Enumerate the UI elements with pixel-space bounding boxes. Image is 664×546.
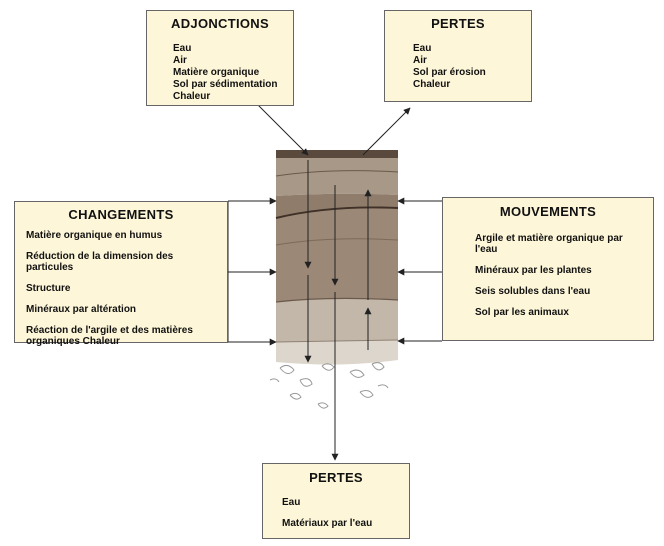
soil-layer-humus (276, 155, 398, 196)
box-adjonctions-title: ADJONCTIONS (171, 16, 269, 31)
rock-fragments (269, 362, 389, 409)
box-pertes-top-items: Eau Air Sol par érosion Chaleur (413, 43, 531, 91)
arrows-changements (227, 197, 277, 346)
list-item: Matière organique (173, 67, 260, 78)
list-item: Air (173, 55, 187, 66)
box-changements-title: CHANGEMENTS (68, 207, 174, 222)
list-item: Minéraux par les plantes (475, 265, 592, 276)
box-pertes-top-title: PERTES (431, 16, 485, 31)
list-item: Matière organique en humus (26, 230, 163, 241)
list-item: Eau (173, 43, 192, 54)
list-item: Air (413, 55, 427, 66)
internal-arrows (304, 160, 372, 363)
list-item: Minéraux par altération (26, 304, 137, 315)
box-adjonctions: ADJONCTIONS Eau Air Matière organique So… (146, 10, 294, 106)
box-changements-items: Matière organique en humus Réduction de … (26, 230, 223, 347)
box-mouvements-items: Argile et matière organique par l'eau Mi… (475, 233, 627, 318)
arrow-pertes-top (362, 107, 411, 156)
box-pertes-top: PERTES Eau Air Sol par érosion Chaleur (384, 10, 532, 102)
box-changements: CHANGEMENTS Matière organique en humus R… (14, 201, 228, 347)
list-item: Sol par les animaux (475, 307, 569, 318)
box-adjonctions-items: Eau Air Matière organique Sol par sédime… (173, 43, 293, 103)
list-item: Structure (26, 283, 71, 294)
box-mouvements-title: MOUVEMENTS (499, 204, 597, 219)
arrows-mouvements (397, 197, 442, 345)
list-item: Sol par sédimentation (173, 79, 278, 90)
soil-surface (276, 150, 398, 158)
soil-layer-parent-material (276, 340, 398, 365)
list-item: Matériaux par l'eau (282, 518, 373, 529)
list-item: Sol par érosion (413, 67, 486, 78)
list-item: Réduction de la dimension des particules (26, 251, 174, 273)
list-item: Seis solubles dans l'eau (475, 286, 591, 297)
soil-column (269, 150, 399, 409)
list-item: Eau (413, 43, 432, 54)
box-pertes-bottom-items: Eau Matériaux par l'eau (282, 497, 409, 530)
box-pertes-bottom: PERTES Eau Matériaux par l'eau (262, 463, 410, 539)
list-item: Réaction de l'argile et des matières org… (26, 325, 193, 347)
list-item: Chaleur (173, 91, 211, 102)
soil-layer-subsoil (276, 207, 398, 302)
box-mouvements: MOUVEMENTS Argile et matière organique p… (442, 197, 654, 341)
list-item: Argile et matière organique par l'eau (475, 233, 623, 255)
list-item: Eau (282, 497, 301, 508)
list-item: Chaleur (413, 79, 451, 90)
arrow-adjonctions (257, 104, 309, 156)
soil-layer-lower (276, 298, 398, 342)
box-pertes-bottom-title: PERTES (309, 470, 363, 485)
